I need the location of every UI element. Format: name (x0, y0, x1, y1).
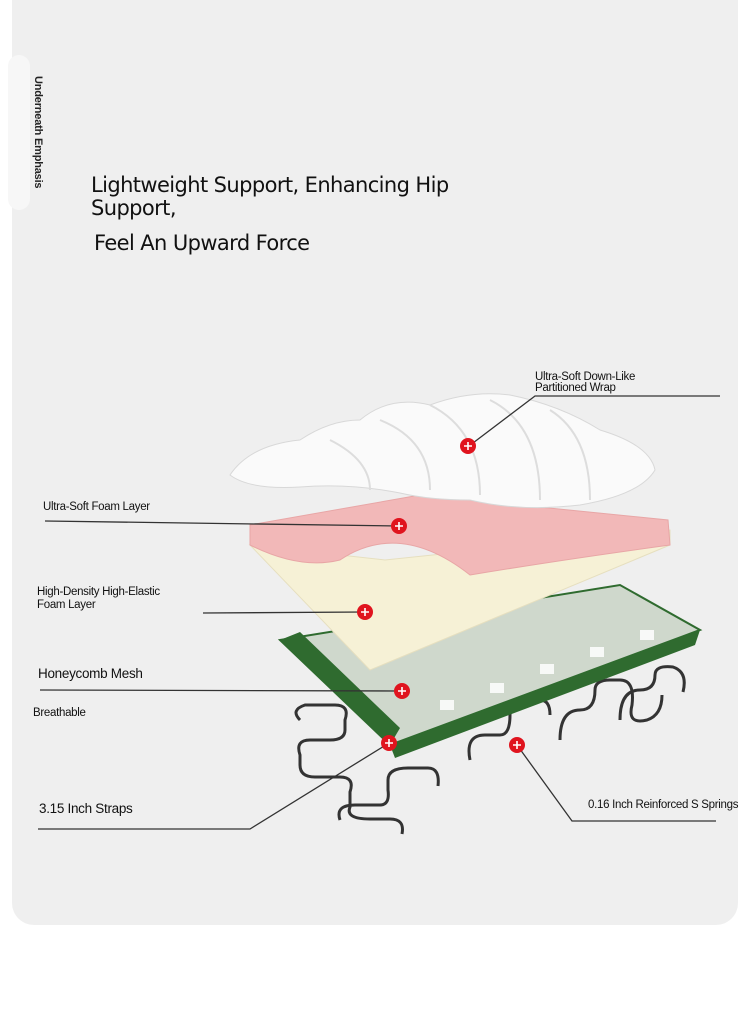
plus-marker-icon (509, 737, 525, 753)
label-breathable: Breathable (33, 707, 86, 719)
label-soft-foam: Ultra-Soft Foam Layer (43, 501, 150, 513)
headline-line-1: Lightweight Support, Enhancing Hip (91, 173, 449, 197)
label-springs: 0.16 Inch Reinforced S Springs (588, 799, 739, 811)
side-tab-label: Underneath Emphasis (32, 76, 44, 189)
label-straps: 3.15 Inch Straps (39, 801, 133, 816)
plus-markers (357, 438, 525, 753)
label-down-wrap-2: Partitioned Wrap (535, 382, 616, 394)
s-springs (294, 665, 686, 835)
ultra-soft-foam-layer (249, 494, 671, 576)
label-honeycomb-mesh: Honeycomb Mesh (38, 666, 143, 681)
plus-marker-icon (460, 438, 476, 454)
label-down-wrap-1: Ultra-Soft Down-Like (535, 371, 636, 383)
down-like-wrap (229, 393, 656, 509)
headline-line-2: Support, (91, 196, 177, 220)
side-tab (8, 55, 30, 210)
headline-line-3: Feel An Upward Force (94, 231, 310, 255)
plus-marker-icon (381, 735, 397, 751)
high-density-foam-layer (248, 529, 671, 671)
label-hd-foam-1: High-Density High-Elastic (37, 586, 160, 598)
plus-marker-icon (357, 604, 373, 620)
plus-marker-icon (391, 518, 407, 534)
leader-lines (38, 395, 720, 830)
plus-marker-icon (394, 683, 410, 699)
label-hd-foam-2: Foam Layer (37, 599, 96, 611)
